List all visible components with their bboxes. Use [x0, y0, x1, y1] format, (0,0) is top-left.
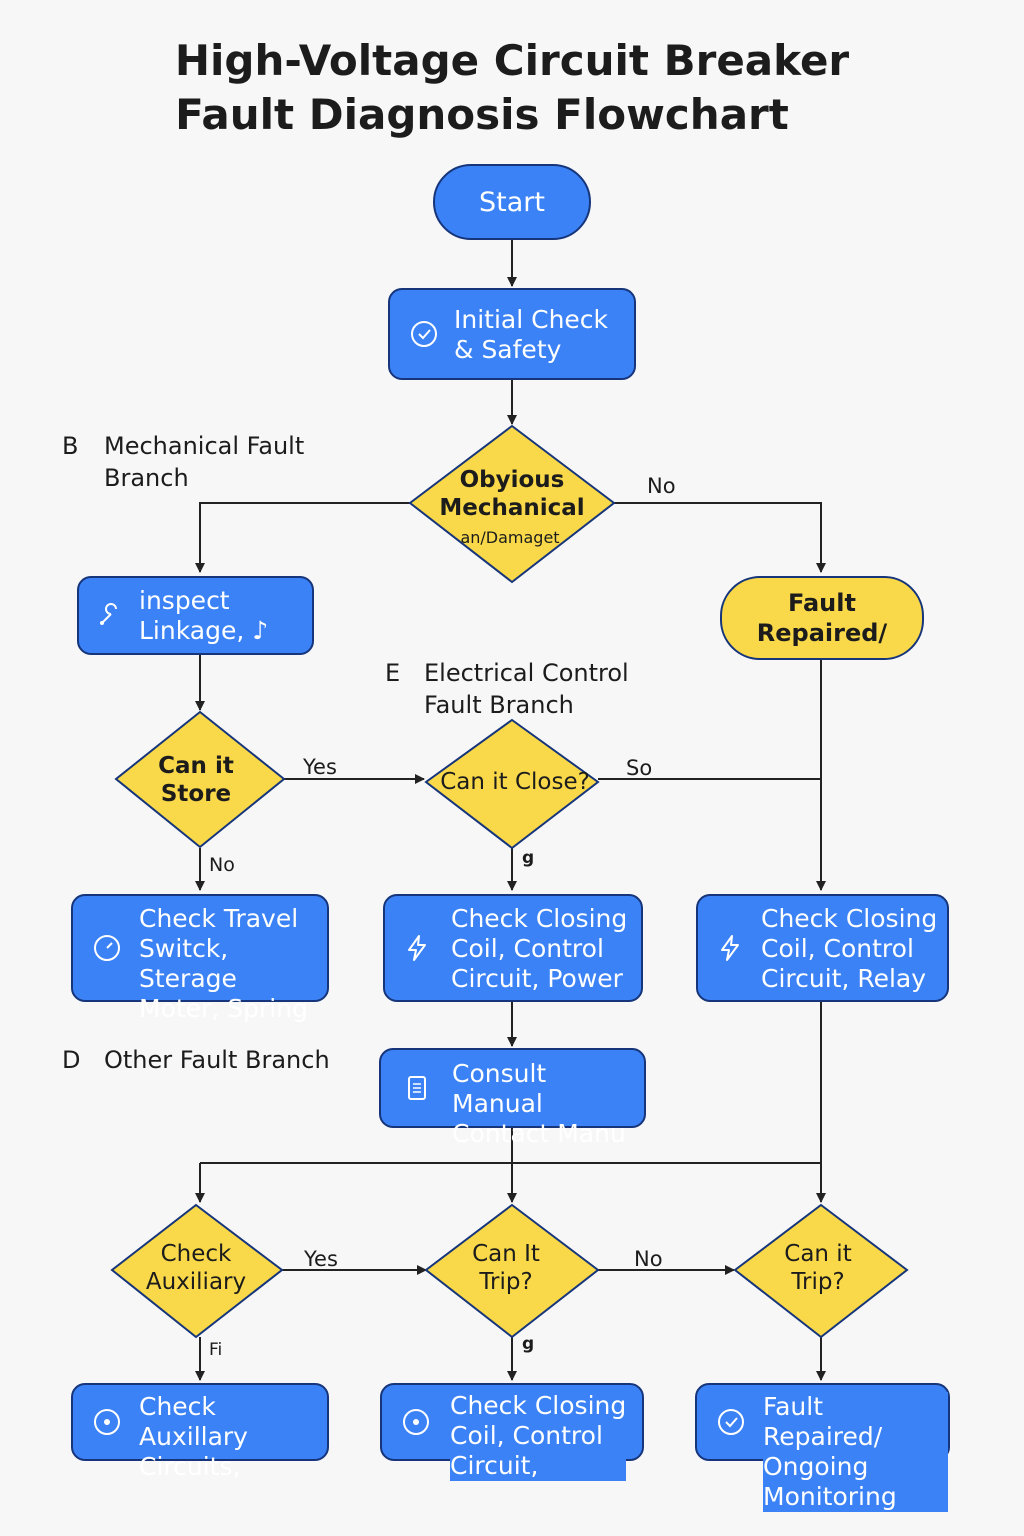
- decision-can-trip-right: [733, 1203, 909, 1339]
- edge-label-g-close: g: [522, 848, 535, 868]
- start-label: Start: [479, 186, 545, 218]
- decision-can-close: [424, 718, 600, 850]
- branch-other: D Other Fault Branch: [62, 1044, 382, 1078]
- check-circle-icon: [718, 1409, 744, 1435]
- branch-electrical-label: Electrical Control Fault Branch: [424, 659, 629, 719]
- obvious-mechanical-sub: an/Damaget: [460, 528, 560, 547]
- can-it-trip-right-label: Can it Trip?: [784, 1241, 852, 1295]
- branch-mechanical-label: Mechanical Fault Branch: [104, 432, 305, 492]
- gauge-icon: [94, 935, 120, 961]
- fault-repaired-top[interactable]: Fault Repaired/: [720, 576, 924, 660]
- edge-label-g-trip: g: [522, 1334, 535, 1354]
- can-close-label: Can it Close?: [440, 769, 590, 795]
- decision-can-store: [114, 710, 286, 849]
- check-closing-bottom-label: Check Closing Coil, Control Circuit,: [450, 1391, 627, 1481]
- can-it-trip-mid-label: Can It Trip?: [472, 1241, 540, 1295]
- edge-label-no-top: No: [647, 474, 676, 498]
- branch-other-label: Other Fault Branch: [104, 1046, 330, 1074]
- branch-electrical-letter: E: [385, 659, 401, 687]
- wrench-icon: [100, 602, 117, 625]
- fault-repaired-bottom-box[interactable]: Fault Repaired/ Ongoing Monitoring: [695, 1383, 950, 1512]
- decision-can-trip-mid: [424, 1203, 600, 1339]
- start-node[interactable]: Start: [433, 164, 591, 240]
- branch-other-letter: D: [62, 1046, 81, 1074]
- obvious-mechanical-label: Obyious Mechanical: [439, 467, 585, 521]
- check-circle-icon: [411, 321, 437, 347]
- inspect-linkage-box[interactable]: inspect Linkage, ♪: [77, 576, 314, 655]
- fault-repaired-bottom-label: Fault Repaired/ Ongoing Monitoring: [763, 1392, 948, 1512]
- connector-obvious-repaired: [614, 502, 826, 573]
- title-line-1: High-Voltage Circuit Breaker: [174, 36, 850, 85]
- branch-electrical: E Electrical Control Fault Branch: [385, 657, 685, 727]
- check-travel-label: Check Travel Switck, Sterage Moter, Spri…: [139, 904, 308, 1023]
- branch-mechanical-letter: B: [62, 432, 79, 460]
- check-closing-power-label: Check Closing Coil, Control Circuit, Pow…: [451, 904, 628, 993]
- check-auxiliary-label: Check Auxiliary: [145, 1241, 247, 1295]
- edge-label-so-close: So: [626, 756, 653, 780]
- check-aux-circuits-label: Check Auxillary Circuits,: [139, 1392, 248, 1481]
- lightning-icon: [408, 935, 426, 961]
- initial-check-label: Initial Check & Safety: [454, 305, 609, 364]
- lightning-icon: [721, 935, 739, 961]
- edge-label-fi-aux: Fi: [209, 1340, 223, 1360]
- title-line-2: Fault Diagnosis Flowchart: [175, 90, 789, 139]
- consult-manual-box[interactable]: Consult Manual Contact Manu: [379, 1048, 646, 1148]
- decision-obvious-mechanical: [408, 424, 616, 584]
- connectors: [195, 240, 826, 1381]
- inspect-linkage-label: inspect Linkage, ♪: [139, 586, 269, 645]
- can-store-label: Can it Store: [158, 753, 234, 807]
- initial-check-box[interactable]: Initial Check & Safety: [388, 288, 636, 380]
- edge-label-yes-store: Yes: [303, 755, 337, 779]
- edge-label-no-trip: No: [634, 1247, 663, 1271]
- document-icon: [408, 1076, 426, 1100]
- dot-circle-icon: [403, 1409, 429, 1435]
- check-closing-relay-box[interactable]: Check Closing Coil, Control Circuit, Rel…: [696, 894, 949, 1002]
- check-aux-circuits-box[interactable]: Check Auxillary Circuits,: [71, 1383, 329, 1481]
- branch-mechanical: B Mechanical Fault Branch: [62, 430, 362, 500]
- fault-repaired-top-label: Fault Repaired/: [756, 589, 888, 647]
- check-closing-relay-label: Check Closing Coil, Control Circuit, Rel…: [761, 904, 938, 993]
- connector-obvious-inspect: [195, 502, 410, 573]
- edge-label-yes-aux: Yes: [304, 1247, 338, 1271]
- check-closing-bottom-box[interactable]: Check Closing Coil, Control Circuit,: [380, 1383, 644, 1481]
- consult-manual-label: Consult Manual Contact Manu: [452, 1059, 626, 1148]
- check-closing-power-box[interactable]: Check Closing Coil, Control Circuit, Pow…: [383, 894, 643, 1002]
- decision-check-auxiliary: [110, 1203, 284, 1339]
- check-travel-box[interactable]: Check Travel Switck, Sterage Moter, Spri…: [71, 894, 329, 1023]
- edge-label-no-store: No: [209, 854, 235, 876]
- dot-circle-icon: [94, 1409, 120, 1435]
